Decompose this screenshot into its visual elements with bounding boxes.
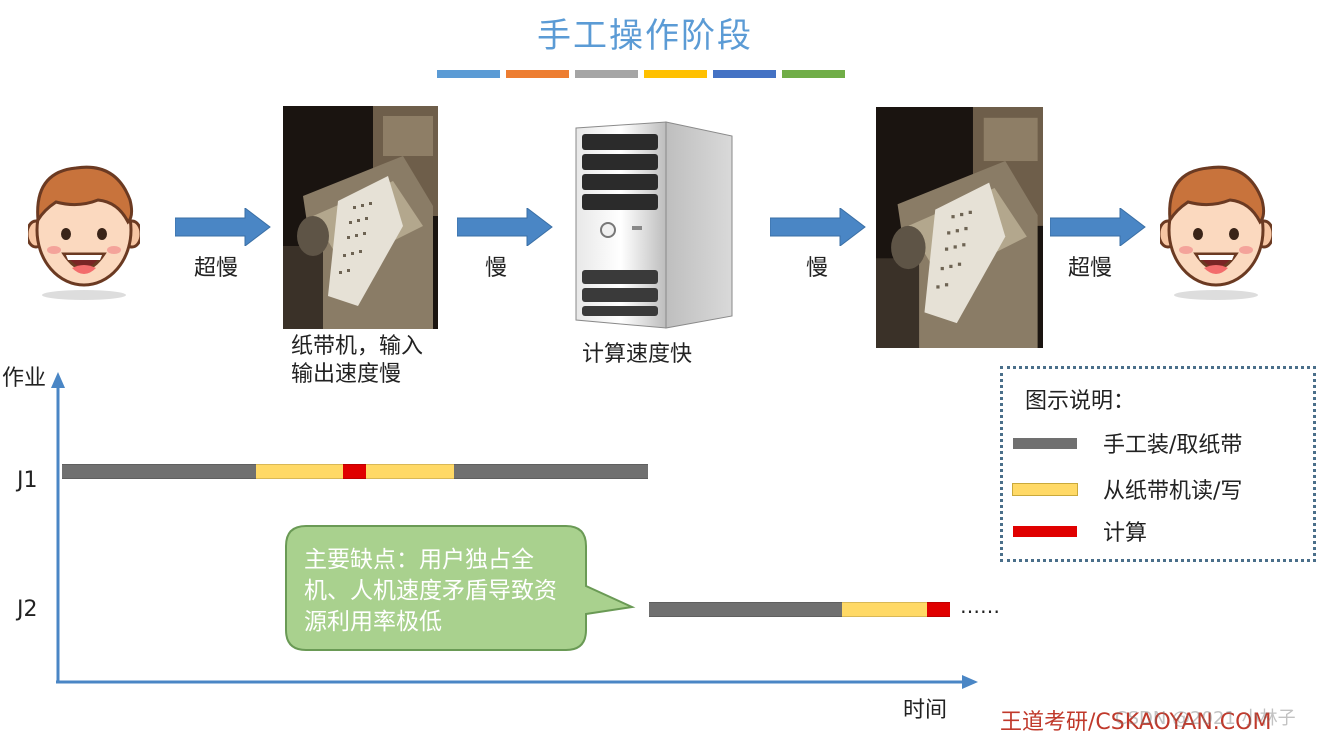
j2-segment-manual: [649, 602, 842, 617]
arrow-3-label: 慢: [806, 256, 829, 281]
color-strip-segment: [437, 70, 500, 78]
j1-segment-tape: [256, 464, 343, 479]
job-label-j1: J1: [17, 468, 38, 493]
title-color-strip: [437, 70, 845, 78]
job-label-j2: J2: [17, 597, 38, 622]
flow-arrow-2: [457, 208, 553, 246]
tape-machine-caption-line2: 输出速度慢: [291, 362, 402, 387]
color-strip-segment: [506, 70, 569, 78]
j2-ellipsis: ……: [960, 594, 1000, 618]
flow-arrow-3: [770, 208, 866, 246]
j1-segment-compute: [343, 464, 366, 479]
computer-tower-icon: [575, 121, 733, 329]
legend-box: 图示说明： 手工装/取纸带 从纸带机读/写 计算: [1000, 366, 1316, 562]
x-axis-label: 时间: [903, 698, 948, 723]
legend-label-manual: 手工装/取纸带: [1103, 433, 1243, 458]
job-j2-timeline: [62, 602, 962, 617]
legend-swatch-manual: [1013, 437, 1077, 449]
csdn-watermark: CSDN @2021 小林子: [1115, 708, 1296, 729]
flow-arrow-1: [175, 208, 271, 246]
computer-caption: 计算速度快: [582, 342, 693, 367]
timeline-axes: [51, 372, 978, 689]
color-strip-segment: [782, 70, 845, 78]
color-strip-segment: [713, 70, 776, 78]
j2-segment-tape: [842, 602, 927, 617]
x-axis-arrowhead: [962, 675, 978, 689]
legend-item-tape: 从纸带机读/写: [1012, 473, 1243, 505]
legend-item-manual: 手工装/取纸带: [1013, 427, 1242, 459]
legend-label-compute: 计算: [1103, 521, 1148, 546]
tape-machine-caption-line1: 纸带机，输入: [291, 334, 424, 359]
flow-arrow-4: [1050, 208, 1146, 246]
drawback-callout-text: 主要缺点：用户独占全机、人机速度矛盾导致资源利用率极低: [304, 547, 557, 635]
tape-machine-caption: 纸带机，输入 输出速度慢: [291, 333, 423, 389]
color-strip-segment: [644, 70, 707, 78]
legend-swatch-tape: [1012, 482, 1078, 496]
j1-segment-tape: [366, 464, 454, 479]
arrow-1-label: 超慢: [194, 256, 239, 281]
arrow-4-label: 超慢: [1068, 256, 1113, 281]
color-strip-segment: [575, 70, 638, 78]
tape-machine-image-right: [876, 107, 1043, 348]
legend-item-compute: 计算: [1013, 515, 1147, 547]
user-face-icon-left: [28, 165, 140, 300]
brand-watermark: 王道考研/CSKAOYAN.COM: [1000, 710, 1272, 735]
y-axis-arrowhead: [51, 372, 65, 388]
legend-title: 图示说明：: [1025, 389, 1136, 414]
legend-swatch-compute: [1013, 525, 1077, 537]
j1-segment-manual: [62, 464, 256, 479]
j2-segment-compute: [927, 602, 950, 617]
j1-segment-manual: [454, 464, 648, 479]
tape-machine-image-left: [283, 106, 438, 329]
job-j1-timeline: [62, 464, 662, 479]
user-face-icon-right: [1160, 165, 1272, 300]
page-title: 手工操作阶段: [537, 16, 753, 56]
arrow-2-label: 慢: [485, 256, 508, 281]
drawback-callout-bubble: [285, 525, 636, 651]
y-axis-label: 作业: [2, 366, 47, 391]
legend-label-tape: 从纸带机读/写: [1103, 479, 1243, 504]
